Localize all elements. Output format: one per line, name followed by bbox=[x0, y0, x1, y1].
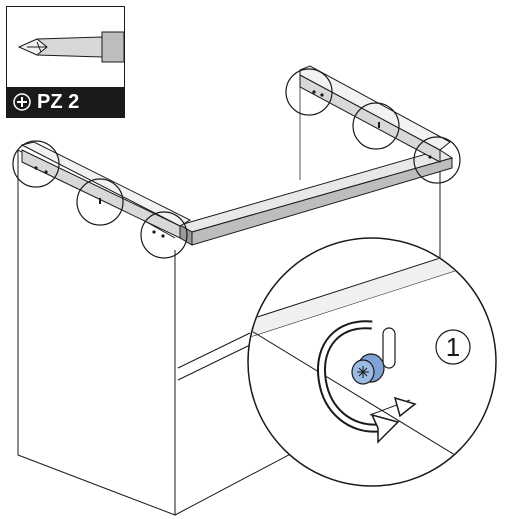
step-number-circle bbox=[435, 329, 471, 365]
tool-label-bar: PZ 2 bbox=[7, 87, 124, 117]
detail-circle-left-end bbox=[12, 140, 60, 188]
rotation-arrow-icon bbox=[317, 320, 417, 444]
slot-hole bbox=[382, 327, 396, 369]
screw-icon bbox=[351, 353, 385, 385]
rail-holes bbox=[34, 90, 432, 238]
front-rail bbox=[178, 149, 454, 246]
detail-circle-front-corner bbox=[140, 211, 188, 259]
detail-circle-back-corner bbox=[413, 136, 461, 184]
phillips-cross-icon bbox=[13, 93, 31, 111]
detail-circles bbox=[12, 68, 461, 259]
magnified-callout bbox=[247, 237, 497, 487]
tool-indicator-box: PZ 2 bbox=[6, 6, 125, 118]
tool-label-text: PZ 2 bbox=[37, 90, 80, 113]
step-number: 1 bbox=[445, 331, 461, 362]
detail-circle-left-mid bbox=[76, 178, 124, 226]
phillips-screwdriver-icon bbox=[17, 31, 124, 63]
detail-circle-back-mid bbox=[352, 102, 400, 150]
left-rail bbox=[20, 141, 192, 239]
detail-circle-back-end bbox=[285, 68, 333, 116]
back-rail bbox=[299, 65, 451, 163]
